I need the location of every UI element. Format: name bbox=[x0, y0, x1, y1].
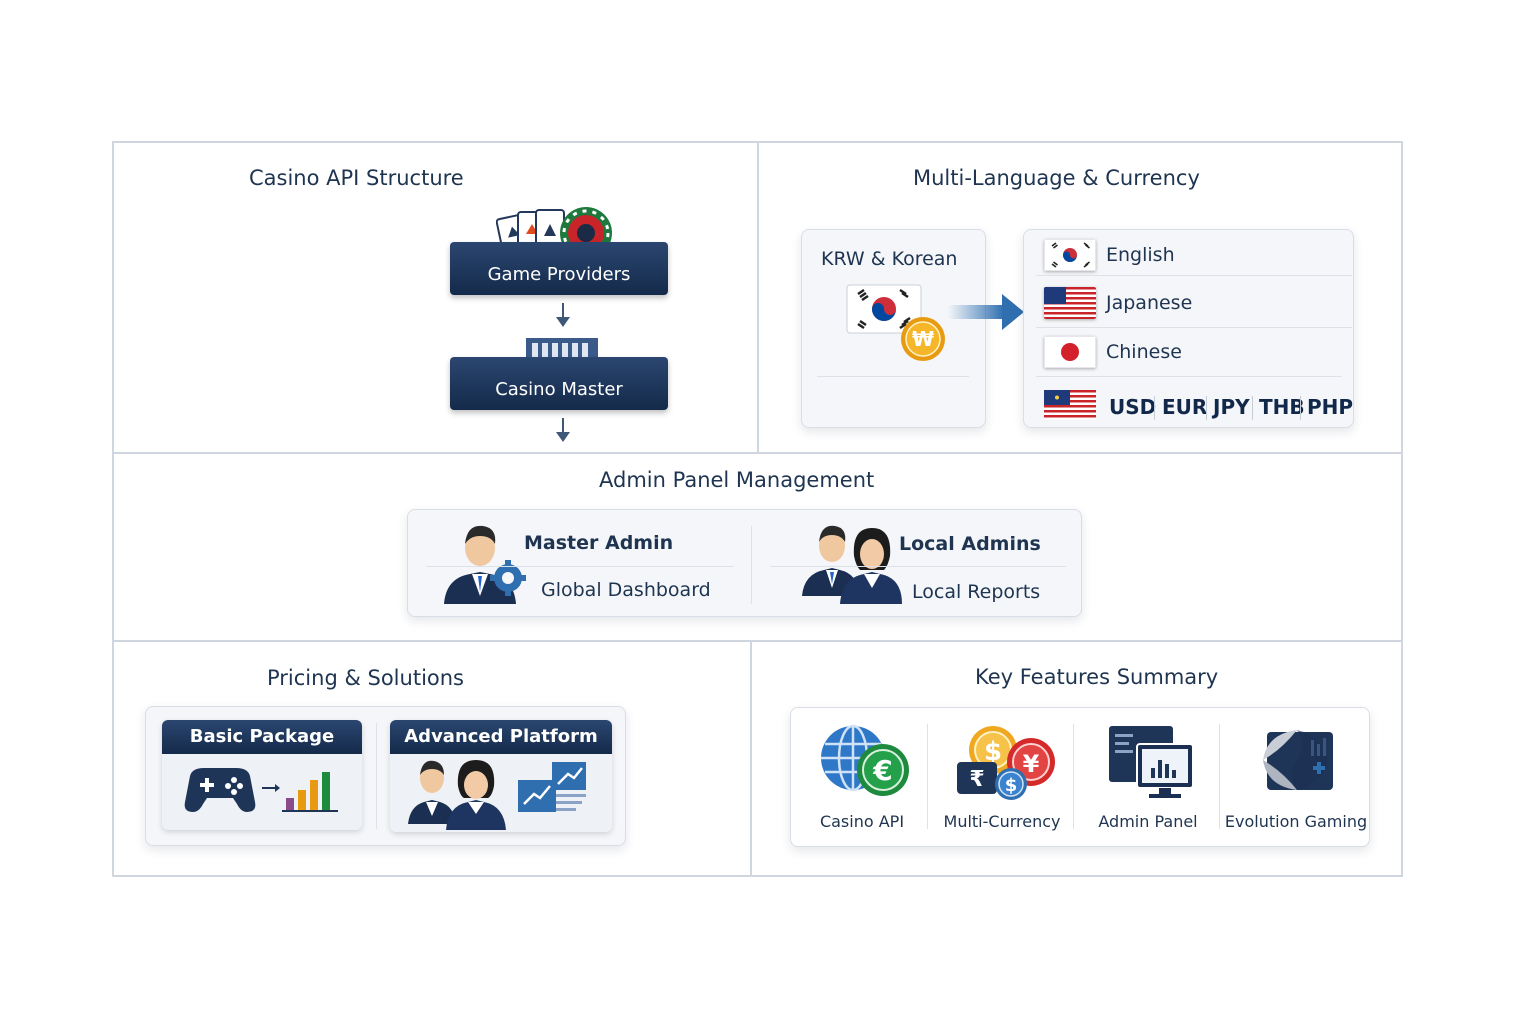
svg-text:$: $ bbox=[1005, 775, 1018, 796]
local-admins-label: Local Admins bbox=[899, 533, 1041, 555]
language-chinese: Chinese bbox=[1106, 341, 1182, 363]
svg-text:$: $ bbox=[984, 737, 1002, 767]
currency-eur: EUR bbox=[1162, 395, 1208, 419]
local-reports-label: Local Reports bbox=[912, 581, 1041, 603]
svg-text:¥: ¥ bbox=[1023, 750, 1040, 778]
basic-package-box[interactable]: Basic Package bbox=[162, 720, 362, 830]
feature-sep-1 bbox=[927, 724, 928, 829]
translation-arrow-icon bbox=[948, 294, 1024, 330]
api-section-title: Casino API Structure bbox=[249, 166, 464, 190]
admin-vertical-divider bbox=[751, 526, 752, 604]
language-japanese: Japanese bbox=[1106, 292, 1193, 314]
japan-flag-icon bbox=[1044, 336, 1096, 368]
won-coin-icon: ₩ bbox=[901, 317, 945, 361]
game-providers-label: Game Providers bbox=[487, 264, 631, 285]
currency-jpy: JPY bbox=[1213, 395, 1250, 419]
features-section-title: Key Features Summary bbox=[975, 665, 1219, 689]
master-admin-avatar-icon bbox=[444, 525, 526, 604]
divider-upper-horizontal bbox=[113, 452, 1402, 454]
currency-sep-3 bbox=[1252, 396, 1253, 420]
basic-package-label: Basic Package bbox=[162, 720, 362, 754]
feature-casino-api-label: Casino API bbox=[819, 812, 905, 831]
master-admin-divider bbox=[426, 566, 734, 567]
korea-flag-small-icon bbox=[1044, 239, 1096, 271]
korea-flag-icon bbox=[846, 284, 922, 334]
feature-multi-currency-label: Multi-Currency bbox=[943, 812, 1061, 831]
usa-flag-icon bbox=[1044, 287, 1096, 319]
currency-sep-2 bbox=[1206, 396, 1207, 420]
divider-top-vertical bbox=[757, 142, 759, 454]
source-language-card: KRW & Korean ₩ bbox=[801, 229, 986, 428]
casino-master-label: Casino Master bbox=[495, 379, 623, 400]
won-symbol: ₩ bbox=[912, 327, 934, 351]
local-admins-avatar-icon bbox=[802, 525, 902, 604]
language-divider-3 bbox=[1036, 376, 1342, 377]
local-admins-divider bbox=[770, 566, 1066, 567]
currency-usd: USD bbox=[1109, 395, 1157, 419]
currency-thb: THB bbox=[1259, 395, 1305, 419]
feature-sep-3 bbox=[1219, 724, 1220, 829]
pricing-section-title: Pricing & Solutions bbox=[267, 666, 464, 690]
global-dashboard-label: Global Dashboard bbox=[541, 579, 711, 601]
multi-currency-coins-icon: $ ¥ ₹ $ bbox=[957, 726, 1055, 800]
feature-sep-2 bbox=[1073, 724, 1074, 829]
svg-text:₹: ₹ bbox=[969, 767, 984, 792]
language-row-chinese: Chinese bbox=[1024, 327, 1353, 377]
admin-card: Master Admin Global Dashboard Local Admi… bbox=[407, 509, 1082, 617]
language-english: English bbox=[1106, 244, 1175, 266]
feature-evolution-gaming-label: Evolution Gaming bbox=[1224, 812, 1368, 831]
casino-master-box: Casino Master bbox=[450, 357, 668, 410]
pricing-vertical-divider bbox=[376, 723, 377, 829]
game-providers-box: Game Providers bbox=[450, 242, 668, 295]
lang-section-title: Multi-Language & Currency bbox=[913, 166, 1200, 190]
language-divider-2 bbox=[1036, 327, 1352, 328]
currency-sep-1 bbox=[1154, 396, 1155, 420]
gamepad-chart-icon bbox=[184, 768, 338, 812]
admin-panel-monitor-icon bbox=[1109, 726, 1194, 798]
language-divider-1 bbox=[1036, 275, 1352, 276]
svg-text:€: € bbox=[872, 754, 892, 787]
pricing-card: Basic Package Advanced Platform bbox=[145, 706, 626, 846]
currency-sep-4 bbox=[1300, 396, 1301, 420]
admin-section-title: Admin Panel Management bbox=[599, 468, 875, 492]
divider-bottom-vertical bbox=[750, 641, 752, 876]
arrow-master-down bbox=[556, 418, 570, 442]
advanced-platform-label: Advanced Platform bbox=[390, 720, 612, 754]
advanced-platform-box[interactable]: Advanced Platform bbox=[390, 720, 612, 832]
source-card-divider bbox=[817, 376, 969, 377]
evolution-gaming-logo-icon bbox=[1263, 730, 1333, 790]
globe-euro-icon: € bbox=[821, 724, 909, 796]
source-language-label: KRW & Korean bbox=[821, 248, 958, 270]
arrow-providers-to-master bbox=[556, 303, 570, 327]
currency-php: PHP bbox=[1307, 395, 1354, 419]
target-language-card: English Japanese Chinese USD EUR JPY THB… bbox=[1023, 229, 1354, 428]
team-dashboard-icon bbox=[408, 760, 586, 830]
currency-flag-icon bbox=[1044, 390, 1096, 420]
language-row-english: English bbox=[1024, 230, 1353, 280]
feature-admin-panel-label: Admin Panel bbox=[1098, 812, 1198, 831]
language-row-japanese: Japanese bbox=[1024, 278, 1353, 328]
master-admin-label: Master Admin bbox=[524, 532, 674, 554]
divider-lower-horizontal bbox=[113, 640, 1402, 642]
features-card: € Casino API $ ¥ ₹ $ Multi-Currency Admi… bbox=[790, 707, 1370, 847]
